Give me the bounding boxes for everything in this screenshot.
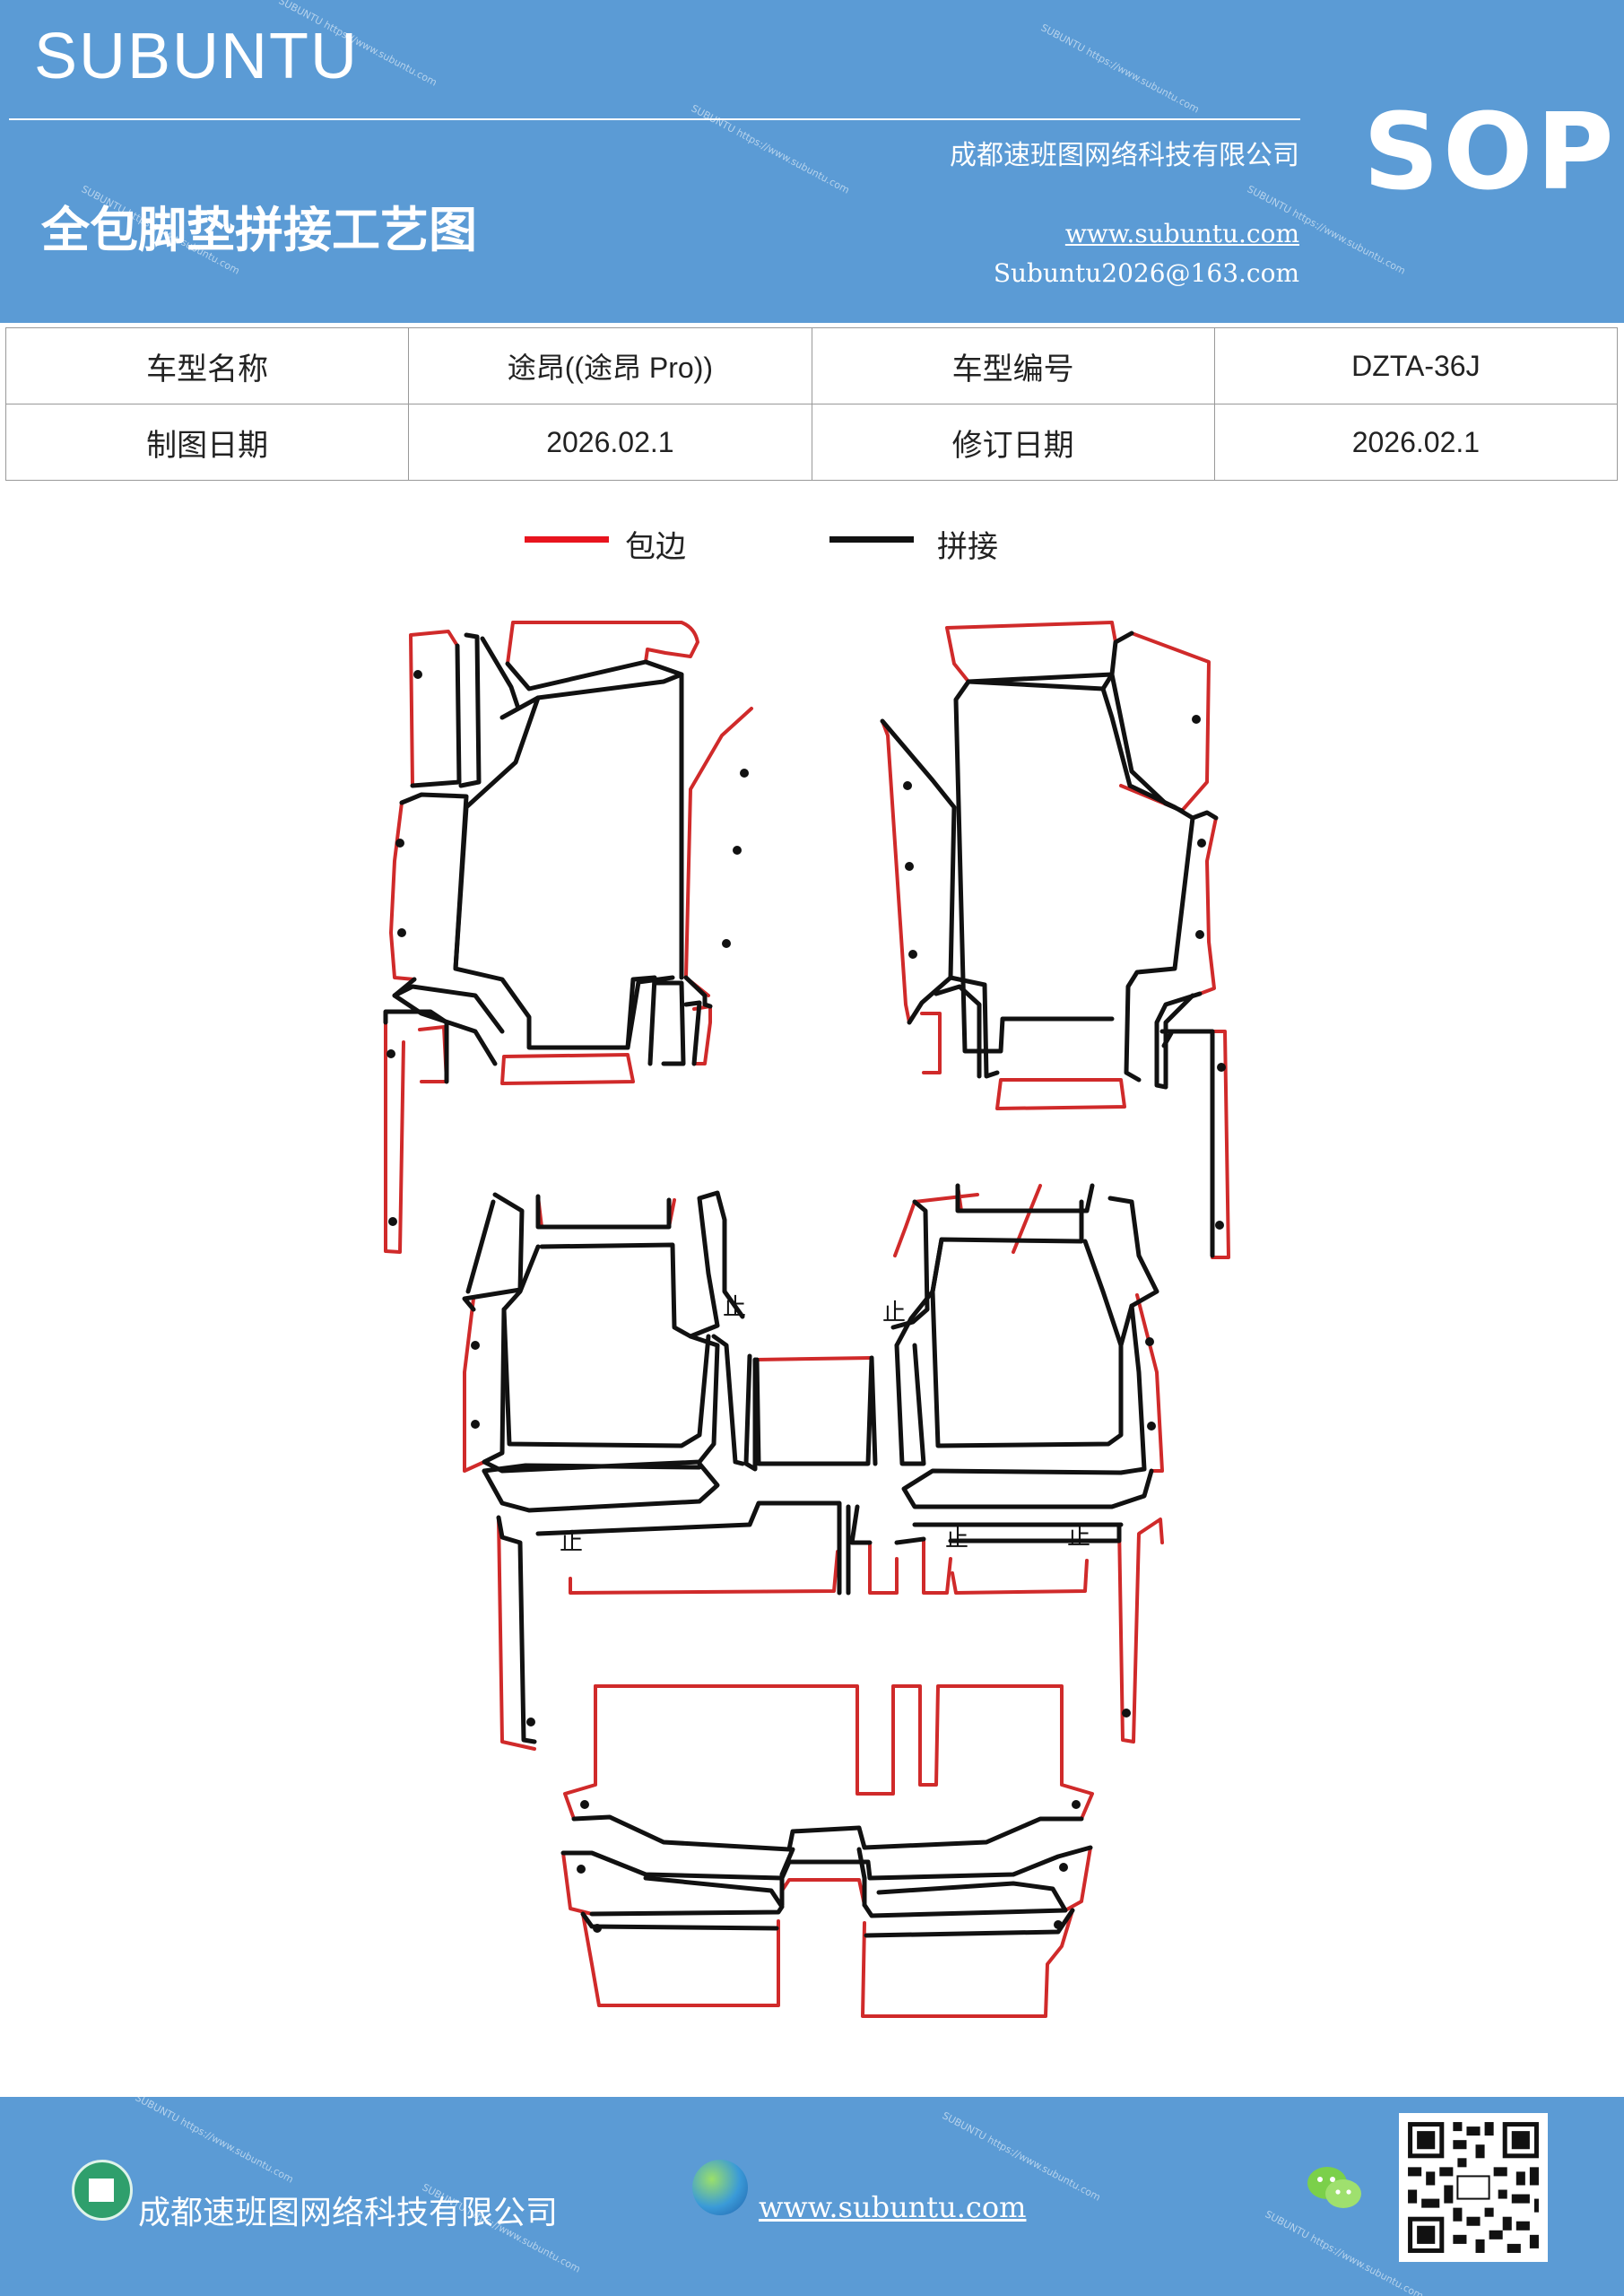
model-name-value: 途昂((途昂 Pro)) (408, 327, 812, 404)
second-row-mat: 止 止 止 止 止 (462, 1183, 1164, 1751)
vehicle-info-table: 车型名称 途昂((途昂 Pro)) 车型编号 DZTA-36J 制图日期 202… (4, 327, 1619, 481)
brand-logo: SUBUNTU (34, 21, 360, 92)
model-name-label: 车型名称 (4, 327, 410, 404)
sop-badge: SOP (1363, 90, 1618, 213)
footer-banner: SUBUNTU https://www.subuntu.com SUBUNTU … (0, 2097, 1624, 2296)
stop-marker: 止 (945, 1526, 968, 1552)
legend-item-seam: 拼接 (829, 529, 1027, 569)
stop-marker: 止 (882, 1300, 906, 1326)
building-icon (72, 2160, 133, 2221)
revision-date-value: 2026.02.1 (1213, 404, 1619, 481)
draw-date-label: 制图日期 (4, 404, 410, 481)
footer-website-link[interactable]: www.subuntu.com (759, 2190, 1027, 2224)
qr-code (1399, 2113, 1548, 2262)
watermark: SUBUNTU https://www.subuntu.com (689, 102, 852, 196)
edge-legend-swatch (525, 536, 609, 543)
globe-icon (692, 2160, 748, 2215)
stop-marker: 止 (723, 1294, 746, 1321)
header-banner: SUBUNTU https://www.subuntu.com SUBUNTU … (0, 0, 1624, 323)
table-row: 制图日期 2026.02.1 修订日期 2026.02.1 (4, 404, 1619, 481)
company-name: 成都速班图网络科技有限公司 (950, 140, 1299, 171)
revision-date-label: 修订日期 (811, 404, 1215, 481)
header-divider (9, 118, 1300, 120)
website-link[interactable]: www.subuntu.com (1064, 219, 1299, 248)
wechat-icon[interactable] (1306, 2163, 1363, 2213)
footer-company-name: 成都速班图网络科技有限公司 (138, 2195, 559, 2231)
front-right-mat (880, 621, 1230, 1259)
watermark: SUBUNTU https://www.subuntu.com (133, 2097, 296, 2186)
edge-legend-label: 包边 (625, 529, 686, 565)
seam-legend-label: 拼接 (937, 529, 998, 565)
stop-marker: 止 (1067, 1524, 1090, 1551)
draw-date-value: 2026.02.1 (408, 404, 812, 481)
seam-legend-swatch (829, 536, 914, 543)
floor-mat-diagram: 止 止 止 止 止 (383, 621, 1230, 2018)
model-code-label: 车型编号 (811, 327, 1215, 404)
document-title: 全包脚垫拼接工艺图 (41, 201, 477, 258)
watermark: SUBUNTU https://www.subuntu.com (1038, 22, 1202, 116)
table-row: 车型名称 途昂((途昂 Pro)) 车型编号 DZTA-36J (4, 327, 1619, 404)
third-row-mat (560, 1684, 1094, 2018)
email-address: Subuntu2026@163.com (993, 258, 1299, 288)
front-left-mat (383, 621, 753, 1254)
stop-marker: 止 (560, 1529, 583, 1556)
legend-item-edge: 包边 (525, 529, 722, 569)
model-code-value: DZTA-36J (1213, 327, 1619, 404)
